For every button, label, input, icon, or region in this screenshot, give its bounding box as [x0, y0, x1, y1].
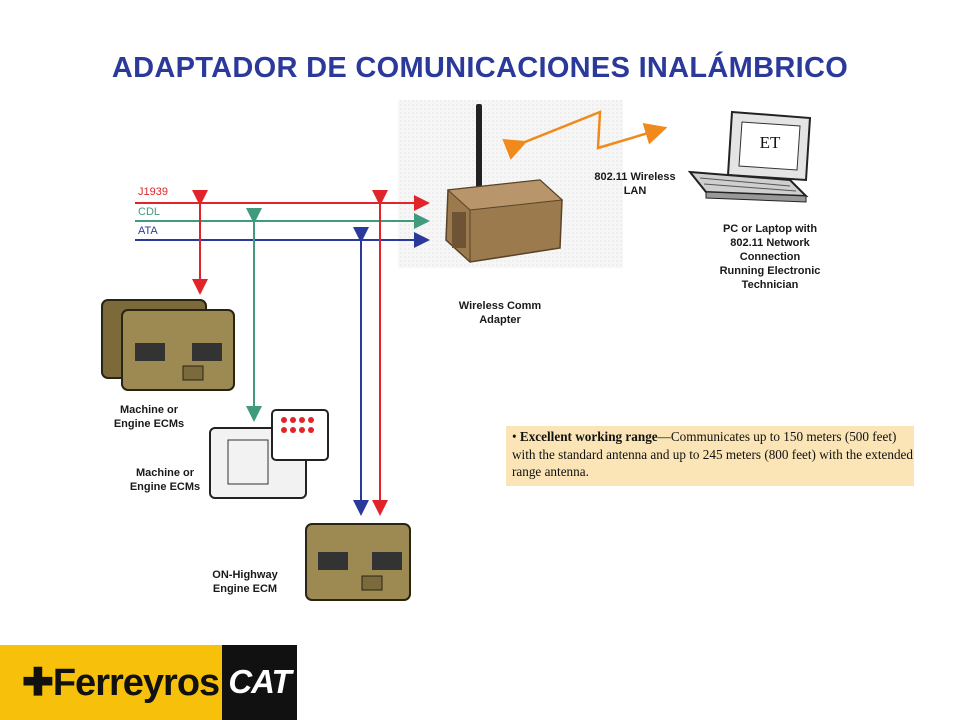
pc-label: PC or Laptop with 802.11 Network Connect… — [719, 223, 821, 291]
ferreyros-logo: ✚Ferreyros — [22, 662, 220, 704]
wireless-adapter-icon — [445, 104, 564, 263]
ecm-2-icon — [209, 409, 329, 499]
ecm-group-1-label: Machine or Engine ECMs — [113, 404, 185, 430]
range-note-bold: Excellent working range — [519, 429, 658, 444]
page-title: ADAPTADOR DE COMUNICACIONES INALÁMBRICO — [111, 52, 849, 84]
adapter-label: Wireless Comm Adapter — [458, 300, 542, 326]
cat-logo: CAT — [228, 663, 291, 700]
wireless-link-icon — [502, 110, 668, 160]
wireless-lan-label: 802.11 Wireless LAN — [594, 171, 676, 197]
bus-label-j1939: J1939 — [138, 186, 168, 198]
ferreyros-text: Ferreyros — [52, 662, 220, 704]
ecm-2-label: Machine or Engine ECMs — [129, 467, 201, 493]
range-note: • Excellent working range—Communicates u… — [506, 426, 914, 486]
bus-label-cdl: CDL — [138, 206, 161, 218]
ecm-3-label: ON-Highway Engine ECM — [212, 569, 278, 595]
cat-logo-box — [222, 645, 297, 720]
range-note-text: —Communicates up to 150 meters (500 feet… — [512, 429, 913, 479]
ecm-group-1-icon — [101, 299, 235, 391]
et-screen-label: ET — [760, 133, 781, 152]
laptop-icon — [687, 110, 812, 203]
bus-label-ata: ATA — [138, 225, 158, 237]
ecm-3-icon — [305, 523, 411, 601]
